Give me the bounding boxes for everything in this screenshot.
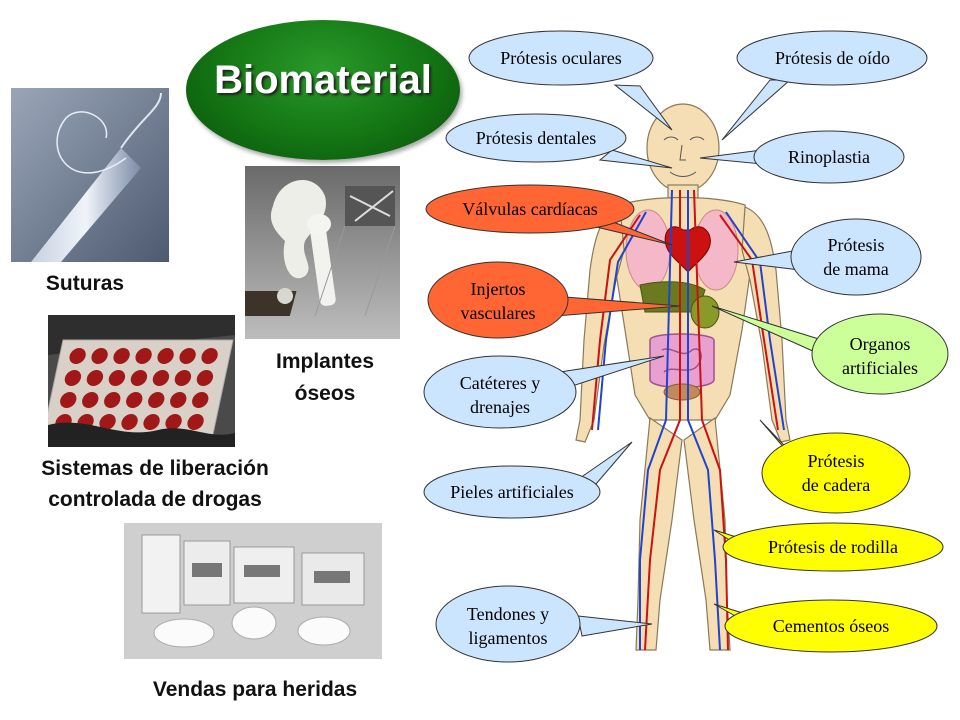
sutures-photo: [11, 88, 169, 262]
callout-protesis-dentales: [445, 113, 673, 169]
title: Biomaterial: [214, 58, 432, 102]
label-tendones-line1: Tendones y: [466, 604, 550, 624]
callout-mama: [733, 218, 922, 296]
label-rodilla: Prótesis de rodilla: [768, 537, 898, 557]
callout-rodilla: [713, 522, 944, 572]
label-cadera-line2: de cadera: [801, 475, 871, 495]
label-cementos: Cementos óseos: [772, 616, 890, 636]
stomach: [690, 295, 720, 329]
label-mama-line1: Prótesis: [827, 235, 885, 255]
caption-vendas: Vendas para heridas: [152, 678, 358, 701]
bandages-photo: [124, 523, 382, 659]
label-tendones-line2: ligamentos: [468, 628, 548, 648]
callout-cateteres: [423, 355, 665, 429]
label-cadera-line1: Prótesis: [807, 451, 865, 471]
callout-cadera: [759, 419, 911, 514]
left-lung: [625, 209, 671, 291]
callout-valvulas: [425, 184, 673, 246]
label-valvulas: Válvulas cardíacas: [462, 199, 598, 219]
caption-suturas: Suturas: [45, 272, 125, 295]
label-organos-line1: Organos: [849, 334, 911, 354]
caption-implantes-line1: Implantes: [275, 350, 375, 373]
label-organos-line2: artificiales: [842, 358, 918, 378]
label-protesis-oculares: Prótesis oculares: [500, 48, 622, 68]
callout-injertos: [427, 261, 681, 339]
callout-organos: [711, 305, 949, 395]
label-protesis-oido: Prótesis de oído: [775, 48, 890, 68]
label-cateteres-line2: drenajes: [470, 397, 530, 417]
label-mama-line2: de mama: [823, 259, 889, 279]
callout-protesis-oido: [721, 30, 928, 141]
callout-tendones: [435, 585, 653, 663]
label-cateteres-line1: Catéteres y: [459, 373, 541, 393]
caption-sistemas-line1: Sistemas de liberación: [41, 457, 269, 480]
label-injertos-line2: vasculares: [460, 303, 536, 323]
face: [663, 136, 705, 177]
callout-protesis-oculares: [468, 30, 673, 131]
caption-implantes-line2: óseos: [294, 382, 356, 405]
callout-rinoplastia: [699, 130, 905, 184]
callout-pieles: [423, 441, 633, 519]
label-protesis-dentales: Prótesis dentales: [475, 128, 597, 148]
label-pieles: Pieles artificiales: [450, 482, 574, 502]
drug-delivery-photo: [48, 315, 235, 447]
callout-cementos: [713, 599, 938, 653]
label-injertos-line1: Injertos: [470, 279, 526, 299]
bone-implants-photo: [245, 166, 400, 339]
caption-sistemas-line2: controlada de drogas: [48, 488, 262, 511]
bladder: [663, 383, 701, 401]
blood-vessels: [591, 189, 785, 651]
intestines: [649, 333, 715, 389]
label-rinoplastia: Rinoplastia: [788, 147, 870, 167]
title-oval: [186, 20, 460, 160]
